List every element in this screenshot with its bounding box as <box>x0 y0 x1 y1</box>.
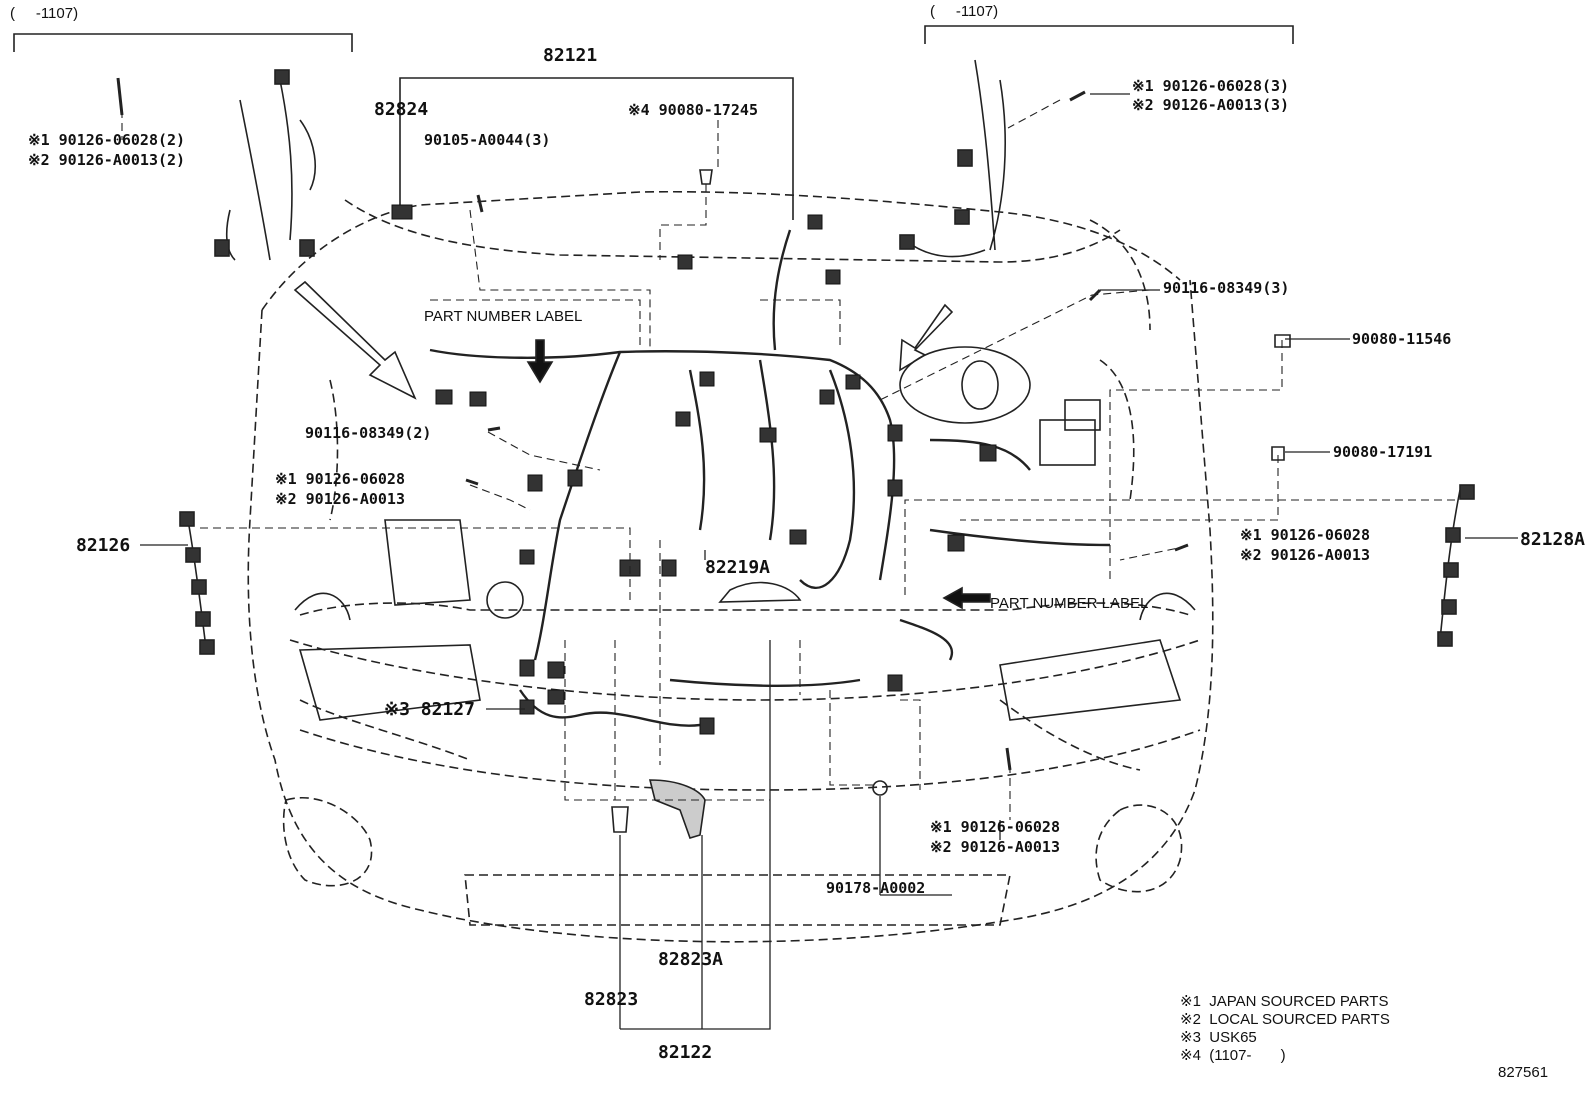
part-90105-a0044[interactable]: 90105-A0044(3) <box>424 131 551 149</box>
part-90126-a0013-mid[interactable]: ※2 90126-A0013 <box>275 490 405 508</box>
part-82121[interactable]: 82121 <box>543 45 598 66</box>
legend-note-4: ※4 (1107- ) <box>1180 1047 1286 1064</box>
part-82823[interactable]: 82823 <box>584 989 639 1010</box>
part-82127[interactable]: ※3 82127 <box>384 699 475 720</box>
part-90126-06028-left[interactable]: ※1 90126-06028(2) <box>28 131 186 149</box>
part-90126-a0013-left[interactable]: ※2 90126-A0013(2) <box>28 151 186 169</box>
part-82128a[interactable]: 82128A <box>1520 529 1586 550</box>
part-90126-06028-right[interactable]: ※1 90126-06028(3) <box>1132 77 1290 95</box>
part-82219a[interactable]: 82219A <box>705 557 771 578</box>
part-90178-a0002[interactable]: 90178-A0002 <box>826 879 926 897</box>
figure-id: 827561 <box>1498 1064 1549 1081</box>
legend-note-3: ※3 USK65 <box>1180 1029 1257 1046</box>
part-90126-a0013-right[interactable]: ※2 90126-A0013(3) <box>1132 96 1290 114</box>
part-90116-08349-left[interactable]: 90116-08349(2) <box>305 424 432 442</box>
range-label-left: ( -1107) <box>10 5 79 22</box>
part-82824[interactable]: 82824 <box>374 99 429 120</box>
legend-note-1: ※1 JAPAN SOURCED PARTS <box>1180 993 1389 1010</box>
part-82823a[interactable]: 82823A <box>658 949 724 970</box>
range-bracket-left <box>13 33 353 52</box>
part-90080-11546[interactable]: 90080-11546 <box>1352 330 1452 348</box>
part-90116-08349-right[interactable]: 90116-08349(3) <box>1163 279 1290 297</box>
part-90080-17191[interactable]: 90080-17191 <box>1333 443 1433 461</box>
part-number-label-callout-1: PART NUMBER LABEL <box>424 308 583 325</box>
part-90126-06028-bottom[interactable]: ※1 90126-06028 <box>930 818 1060 836</box>
part-82122[interactable]: 82122 <box>658 1042 713 1063</box>
part-90126-06028-rear[interactable]: ※1 90126-06028 <box>1240 526 1370 544</box>
part-90080-17245[interactable]: ※4 90080-17245 <box>628 101 758 119</box>
part-90126-06028-mid[interactable]: ※1 90126-06028 <box>275 470 405 488</box>
legend-note-2: ※2 LOCAL SOURCED PARTS <box>1180 1011 1390 1028</box>
part-90126-a0013-rear[interactable]: ※2 90126-A0013 <box>1240 546 1370 564</box>
part-90126-a0013-bottom[interactable]: ※2 90126-A0013 <box>930 838 1060 856</box>
part-number-label-callout-2: PART NUMBER LABEL <box>990 595 1149 612</box>
range-label-right: ( -1107) <box>930 3 999 20</box>
range-bracket-right <box>924 25 1294 44</box>
part-82126[interactable]: 82126 <box>76 535 131 556</box>
